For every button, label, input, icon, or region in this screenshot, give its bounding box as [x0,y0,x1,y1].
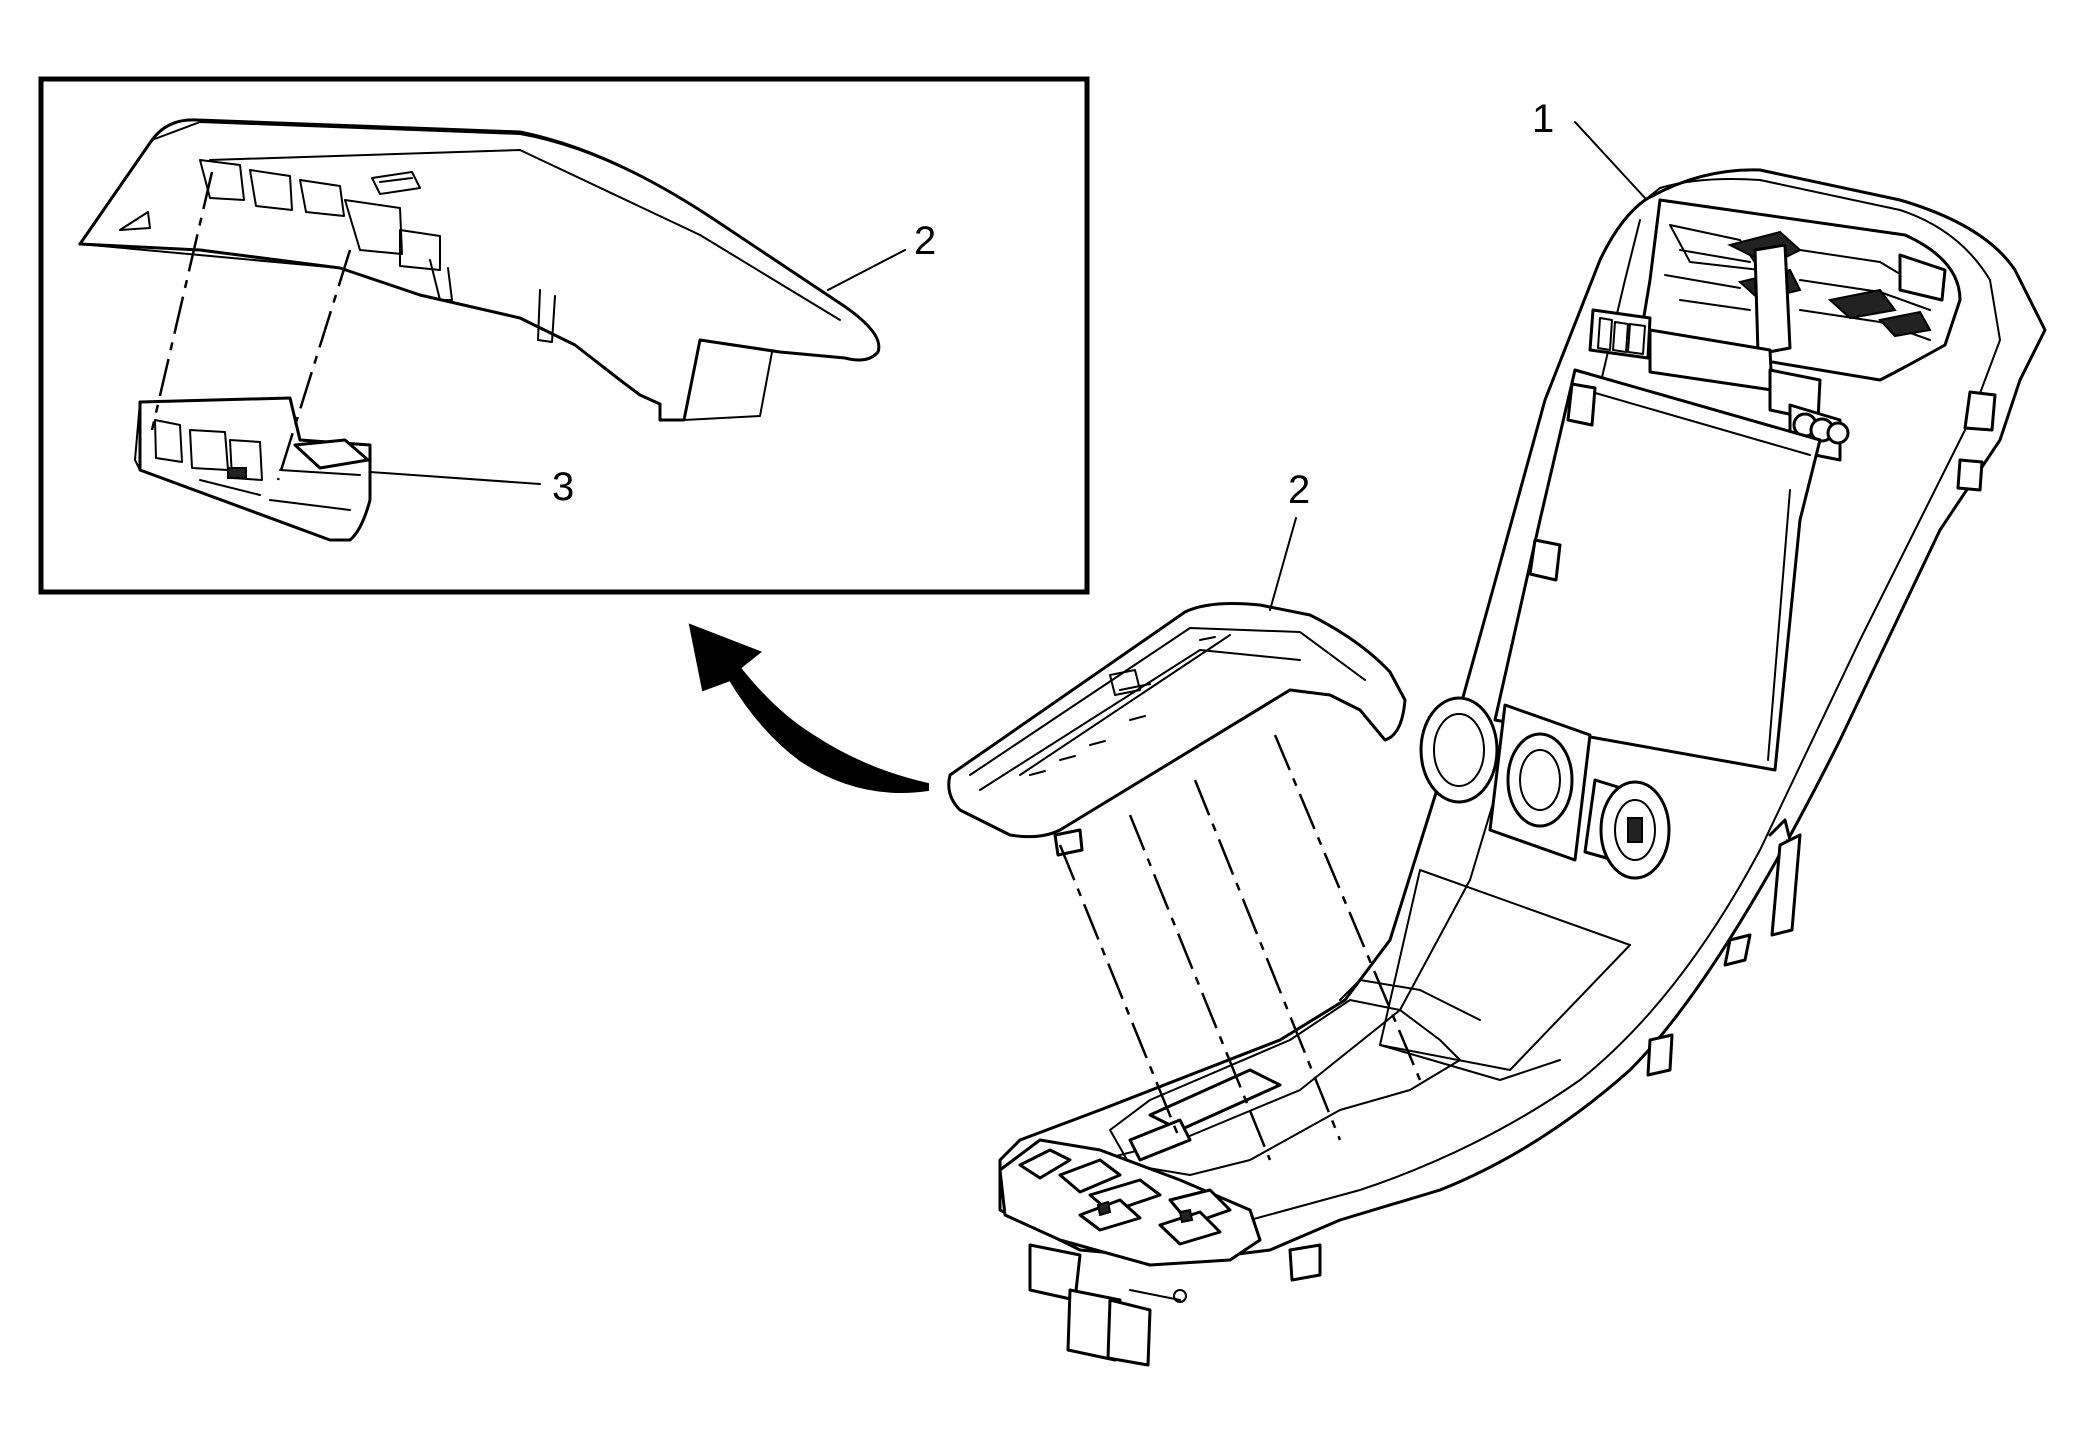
main-alignment-lines [1058,734,1422,1161]
console-display-screen [1493,368,1822,772]
detail-inset: 2 3 [38,76,1090,595]
inset-alignment-line-1 [150,171,214,431]
detail-reference-arrow [688,623,929,793]
inset-bezel [78,118,881,422]
inset-callout-3: 3 [552,465,574,509]
inset-leader-3 [369,471,541,485]
callout-1: 1 [1532,97,1554,141]
callout-leader-1 [1574,121,1646,199]
inset-callout-2: 2 [914,219,936,263]
console-assembly [998,168,2047,1367]
bezel [947,602,1407,857]
inset-switch [134,396,372,542]
inset-leader-2 [827,249,906,291]
inset-alignment-line-2 [276,249,352,481]
callout-leader-2 [1269,517,1297,611]
callout-2: 2 [1288,468,1310,512]
